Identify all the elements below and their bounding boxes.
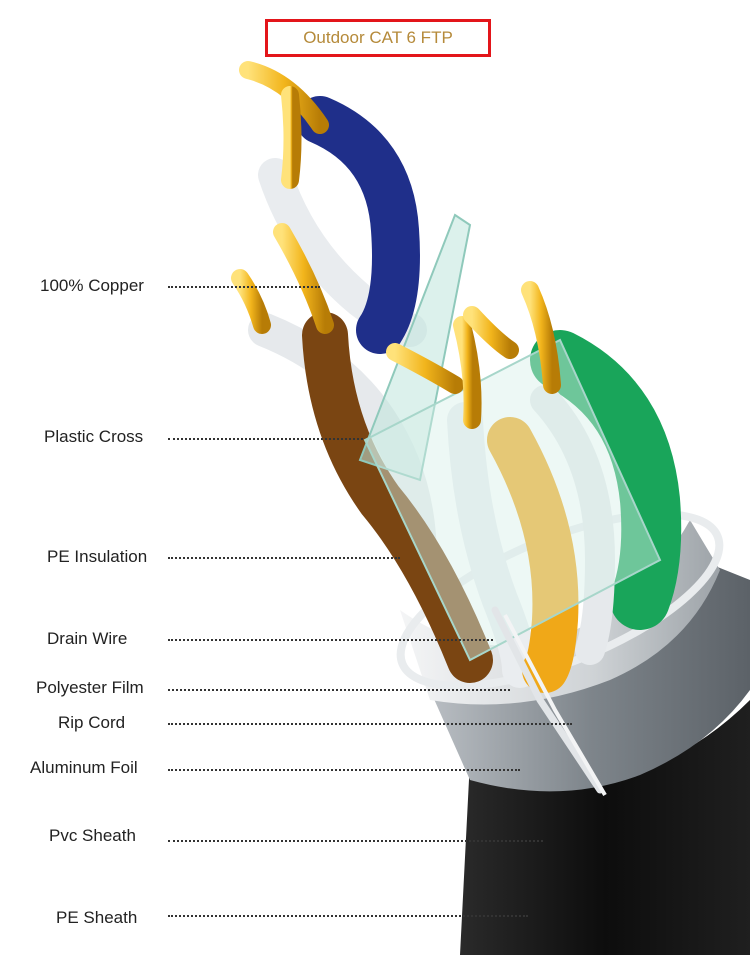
blue-wire — [296, 96, 420, 354]
label-pe-sheath: PE Sheath — [56, 908, 138, 927]
leader-pe-insulation — [168, 557, 400, 559]
leader-pvc-sheath — [168, 840, 543, 842]
drain-wire — [491, 606, 604, 794]
pe-sheath-outer-layer — [460, 700, 750, 955]
rip-cord — [503, 614, 607, 797]
label-copper: 100% Copper — [40, 276, 144, 295]
label-aluminum-foil: Aluminum Foil — [30, 758, 138, 777]
orange-wire — [487, 417, 579, 693]
leader-plastic-cross — [168, 438, 363, 440]
copper-conductors — [231, 61, 561, 429]
label-pe-insulation: PE Insulation — [47, 547, 148, 566]
leader-drain-wire — [168, 639, 493, 641]
leader-rip-cord — [168, 723, 572, 725]
leader-polyester-film — [168, 689, 510, 691]
leader-pe-sheath — [168, 915, 528, 917]
plastic-cross-separator — [358, 213, 662, 662]
leader-copper — [168, 286, 320, 288]
label-drain-wire: Drain Wire — [47, 629, 128, 648]
white-green-wire — [530, 385, 616, 665]
label-polyester-film: Polyester Film — [36, 678, 144, 697]
label-pvc-sheath: Pvc Sheath — [49, 826, 136, 845]
brown-wire — [302, 312, 493, 683]
label-plastic-cross: Plastic Cross — [44, 427, 144, 446]
leader-aluminum-foil — [168, 769, 520, 771]
product-title-box: Outdoor CAT 6 FTP — [265, 19, 491, 57]
label-rip-cord: Rip Cord — [58, 713, 126, 732]
product-title: Outdoor CAT 6 FTP — [303, 28, 453, 47]
green-wire — [530, 330, 682, 630]
